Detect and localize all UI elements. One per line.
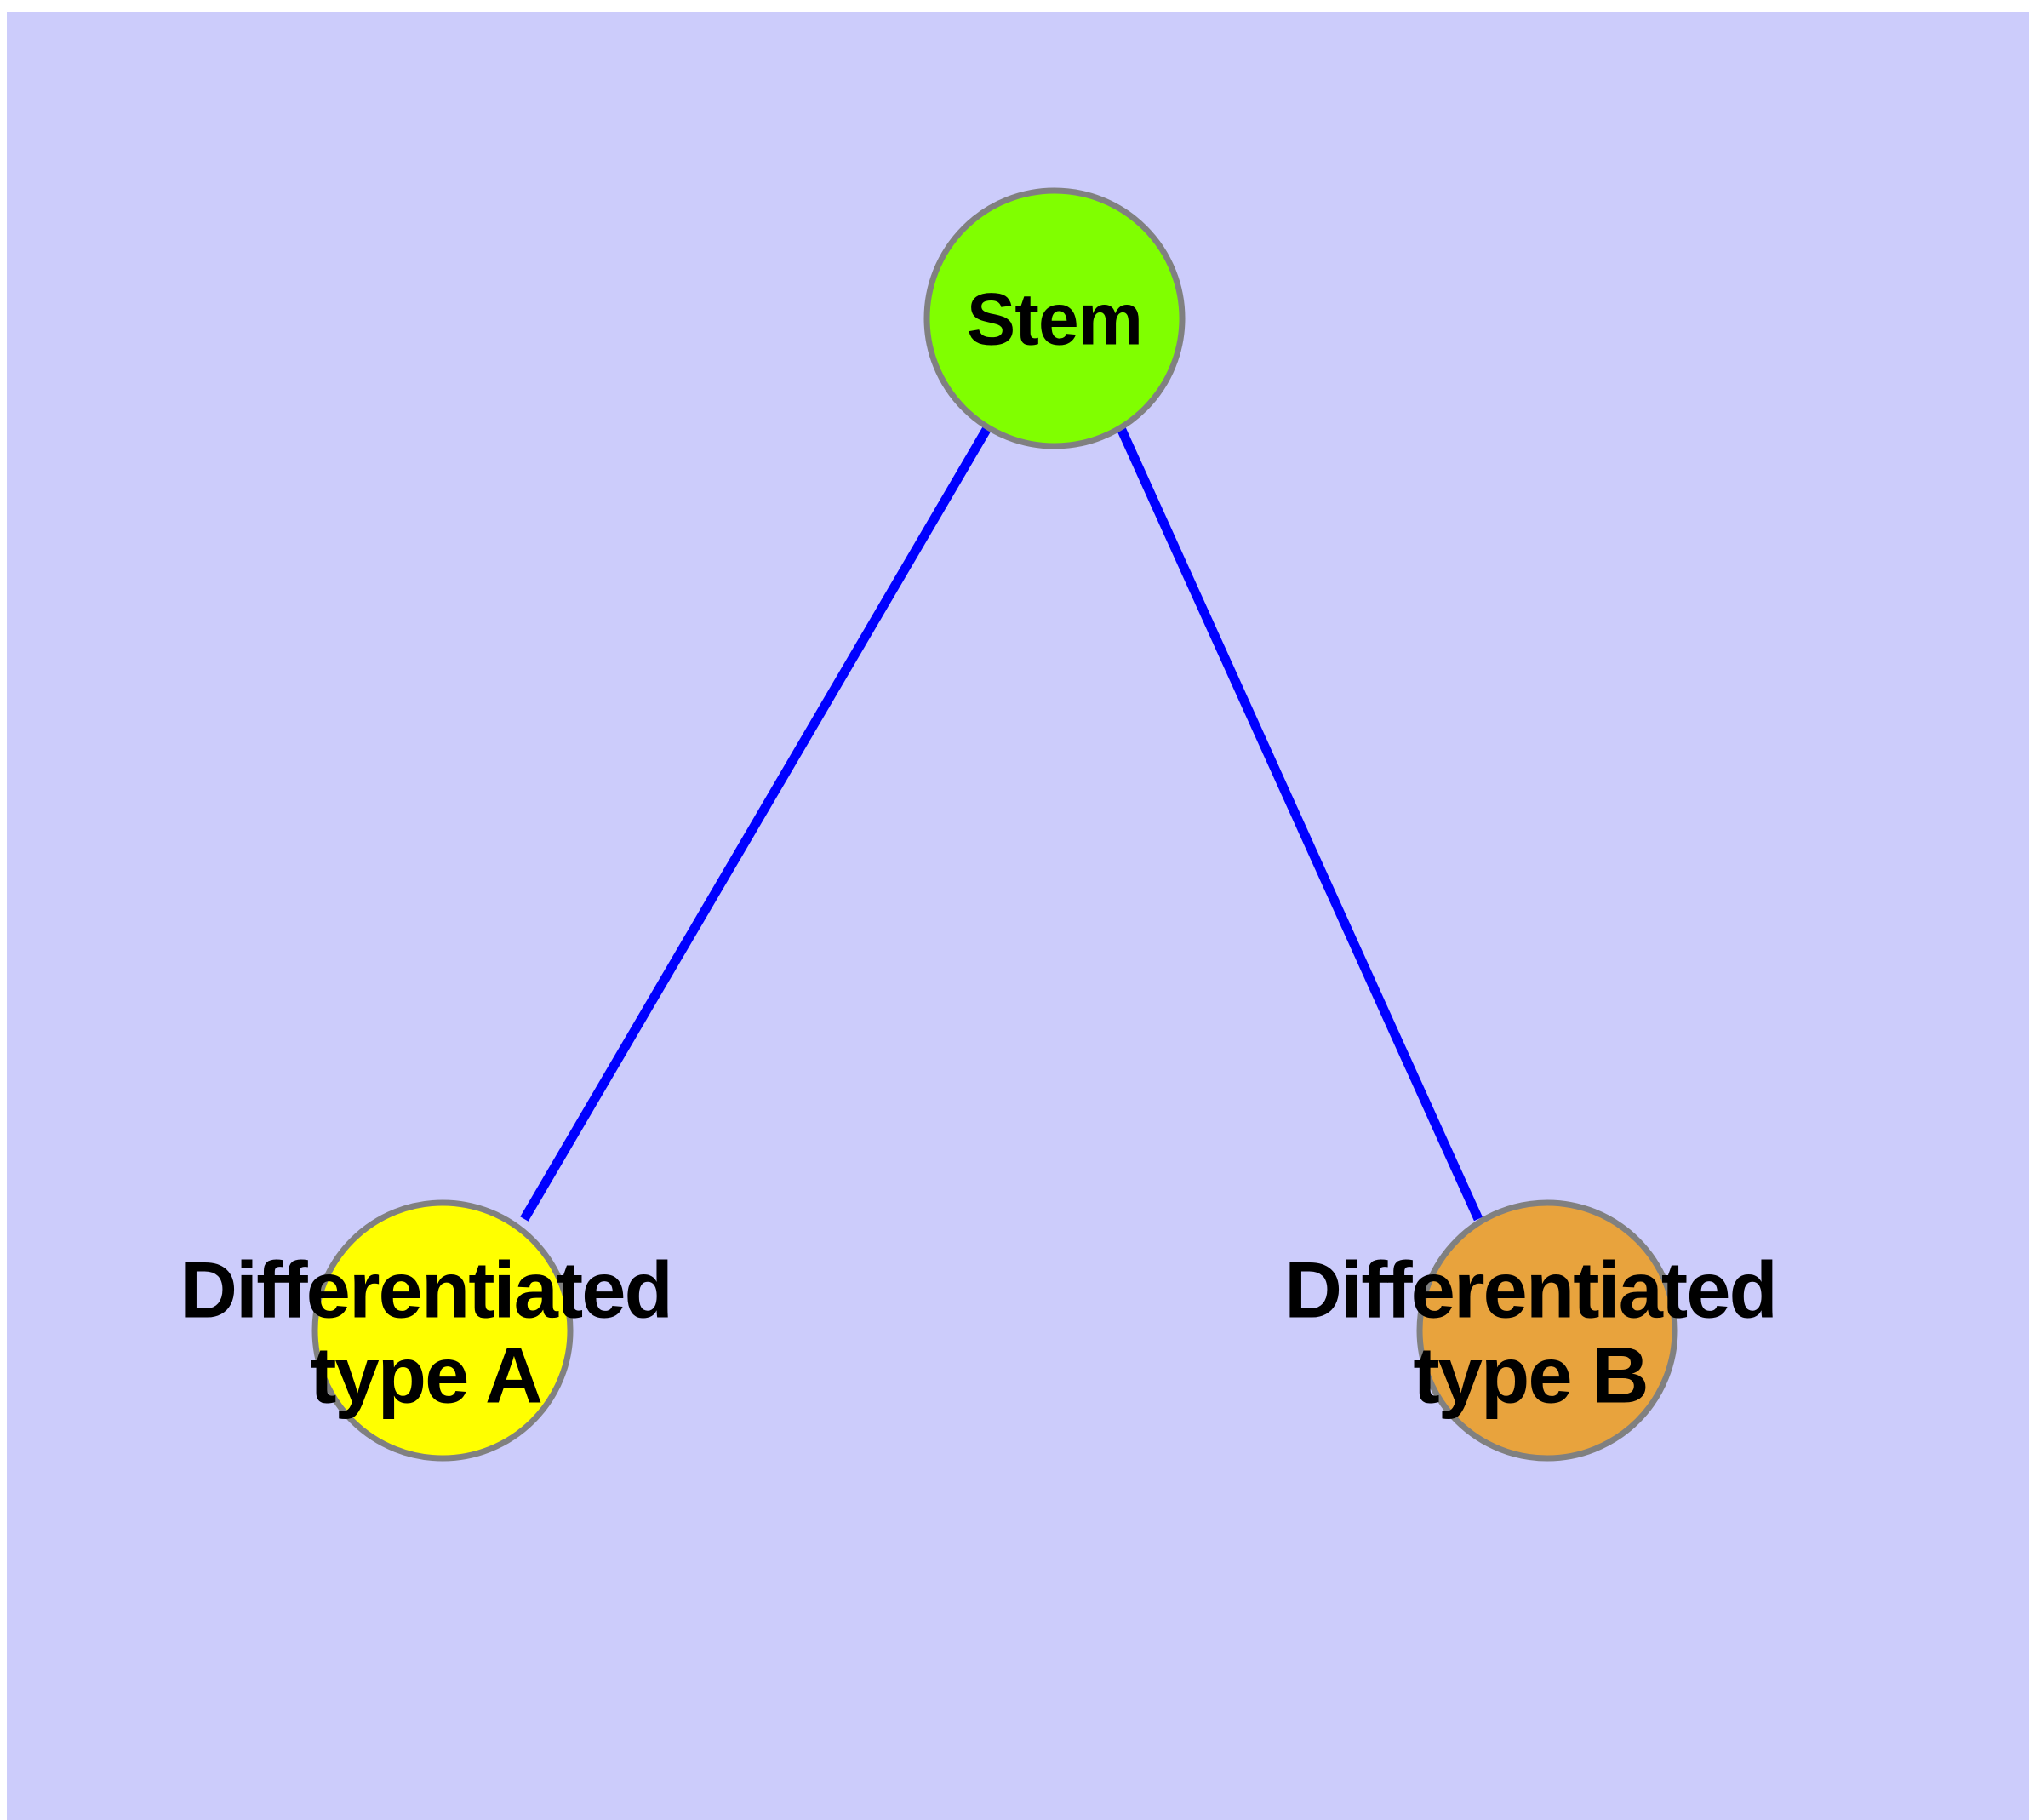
graph-edge-stem-to-diff_b (1116, 426, 1483, 1222)
graph-node-stem[interactable] (923, 187, 1186, 449)
edge-layer (520, 426, 1483, 1222)
node-layer (311, 187, 1678, 1462)
graph-edge-stem-to-diff_a (520, 426, 992, 1222)
graph-node-diff_b[interactable] (1416, 1199, 1678, 1462)
graph-node-diff_a[interactable] (311, 1199, 574, 1462)
